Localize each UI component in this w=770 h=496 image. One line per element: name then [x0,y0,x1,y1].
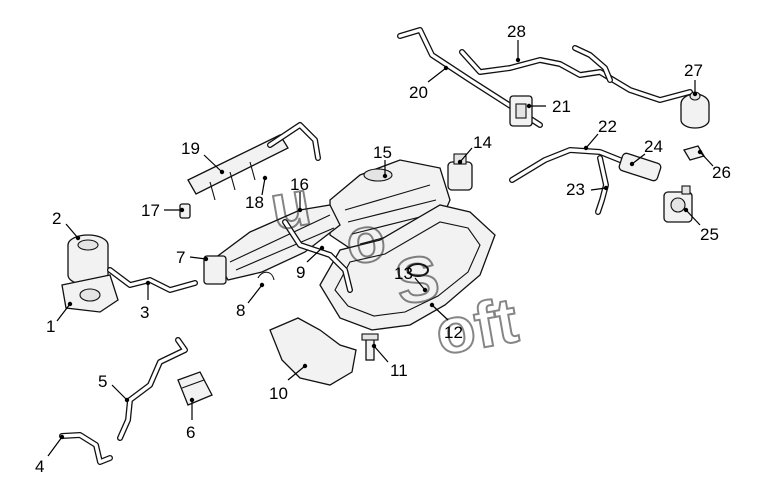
canister-27 [680,91,710,129]
watermark: u o S oft [264,165,524,370]
callout-11: 11 [390,361,408,380]
callout-21: 21 [552,97,571,116]
callout-1: 1 [46,317,55,336]
pipe-group-22-24 [509,147,662,215]
callout-layer: 1 2 3 4 5 6 7 8 9 10 11 12 13 [35,22,731,476]
callout-16: 16 [290,175,309,194]
callout-20: 20 [409,83,428,102]
callout-17: 17 [141,201,160,220]
callout-25: 25 [700,225,719,244]
callout-4: 4 [35,457,44,476]
callout-10: 10 [269,384,288,403]
module-6 [177,371,213,406]
fuel-rail-19 [187,122,321,201]
bolt-11 [361,333,379,361]
valve-25 [663,185,693,223]
callout-18: 18 [245,193,264,212]
hose-assembly-28 [397,27,693,128]
callout-14: 14 [473,133,492,152]
heat-shield-10 [269,317,357,386]
valve-21 [509,95,533,127]
manifold-7-16 [203,204,341,285]
callout-22: 22 [598,117,617,136]
callout-6: 6 [186,423,195,442]
callout-5: 5 [98,372,107,391]
sensor-14 [447,153,473,191]
clamp-8 [257,271,275,281]
bracket-1 [61,274,119,313]
callout-28: 28 [507,22,526,41]
o-ring-13 [407,263,429,277]
callout-3: 3 [140,303,149,322]
callout-19: 19 [181,139,200,158]
callout-13: 13 [394,264,413,283]
callout-12: 12 [444,323,463,342]
callout-15: 15 [373,143,392,162]
callout-8: 8 [236,301,245,320]
callout-27: 27 [684,61,703,80]
callout-26: 26 [712,163,731,182]
callout-9: 9 [296,263,305,282]
connector-17 [179,203,191,219]
tray-12 [319,204,496,331]
callout-24: 24 [644,137,663,156]
callout-7: 7 [176,248,185,267]
svg-text:oft: oft [430,284,523,369]
callout-23: 23 [566,180,585,199]
callout-2: 2 [52,209,61,228]
